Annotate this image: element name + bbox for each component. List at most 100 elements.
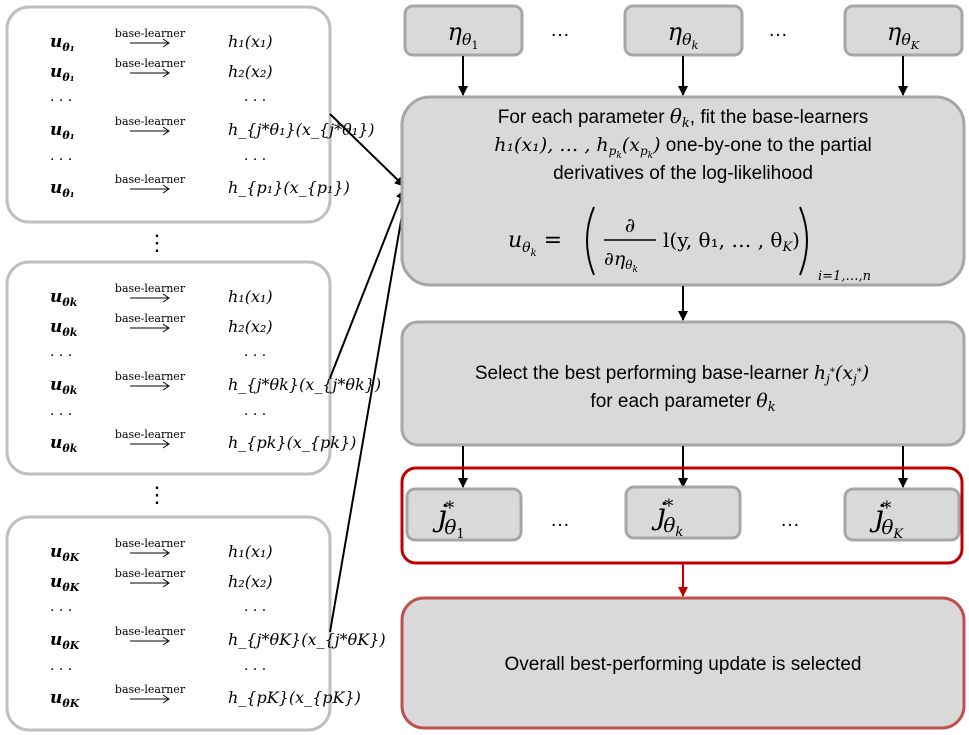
base-learner-term: h_{j*θk}(x_{j*θk}) [228,375,381,394]
base-learner-term: h_{j*θK}(x_{j*θK}) [228,630,386,649]
residual-term: · · · [50,603,72,619]
final-update-box: Overall best-performing update is select… [400,596,966,730]
arrow-panelK-to-fitbox [329,191,410,633]
base-learner-label: base-learner [115,27,186,40]
mapping-arrow [130,68,170,78]
jstar-container [400,466,964,565]
residual-term: · · · [50,93,72,109]
mapping-arrow [130,126,170,136]
mapping-arrow [130,293,170,303]
residual-term: · · · [50,348,72,364]
mapping-arrow [130,636,170,646]
panel-row: · · · · · · [50,93,266,109]
residual-term: uθ₁ [50,120,75,142]
panel-row: uθK base-learner h_{j*θK}(x_{j*θK}) [50,625,386,652]
eta-sub: θ [901,30,911,49]
panel-row: · · ·· · · [50,152,266,168]
eta-ellipsis-1: … [550,19,570,41]
residual-term: uθ₁ [50,178,75,200]
panel-row: · · · · · · [50,662,266,678]
mapping-arrow [130,439,170,449]
select-best-box: Select the best performing base-learner … [400,320,966,447]
panel-row: · · · · · · [50,603,266,619]
svg-text:ηθk: ηθk [668,18,699,52]
base-learner-label: base-learner [115,683,186,696]
eta-symbol: η [887,18,902,46]
mapping-arrow [130,578,170,588]
panel-row: · · · · · · [50,348,266,364]
eta-symbol: η [447,18,462,46]
base-learner-term: · · · [244,603,266,619]
svg-text:l(y, θ₁, … , θK): l(y, θ₁, … , θK) [663,228,800,255]
eta-node-K: ηθK [843,4,964,57]
jstar-node-k: j*θk [624,485,742,540]
base-learner-label: base-learner [115,173,186,186]
panel-row: · · · · · · [50,407,266,423]
select-line-2: for each parameter θk [590,390,775,415]
select-line-1: Select the best performing base-learner … [475,362,869,386]
vertical-ellipsis-2: ⋮ [146,483,168,508]
eta-sub: θ [682,30,692,49]
arrow-panelk-to-fitbox [329,189,406,379]
fit-line-3: derivatives of the log-likelihood [553,163,813,184]
eta-ellipsis-2: … [768,19,788,41]
panel-row: uθ₁ base-learner h₁(x₁) [50,27,273,54]
base-learner-label: base-learner [115,428,186,441]
mapping-arrow [130,38,170,48]
eta-node-1: ηθ1 [403,4,524,57]
residual-term: uθK [50,688,80,710]
jstar-node-1: j*θ1 [405,487,523,542]
vertical-ellipsis-1: ⋮ [146,231,168,256]
svg-text:ηθK: ηθK [887,18,920,52]
base-learner-label: base-learner [115,115,186,128]
residual-term: · · · [50,152,72,168]
residual-term: uθ₁ [50,32,75,54]
base-learner-term: · · · [244,407,266,423]
mapping-arrow [130,694,170,704]
base-learner-label: base-learner [115,370,186,383]
eta-subsub: k [692,39,699,52]
final-text: Overall best-performing update is select… [505,654,862,675]
mapping-arrow [130,184,170,194]
residual-term: · · · [50,662,72,678]
mapping-arrow [130,381,170,391]
residual-term: uθk [50,317,78,339]
panel-row: uθK base-learner h_{pK}(x_{pK}) [50,683,361,710]
fit-base-learners-box: For each parameter θk, fit the base-lear… [400,95,966,287]
svg-text:ηθ1: ηθ1 [447,18,478,52]
base-learner-term: h_{p₁}(x_{p₁}) [228,178,350,197]
residual-term: · · · [50,407,72,423]
residual-term: uθk [50,287,78,309]
residual-term: uθK [50,630,80,652]
fit-line-1: For each parameter θk, fit the base-lear… [498,104,869,131]
jstar-node-K: j*θK [843,487,961,542]
base-learner-label: base-learner [115,282,186,295]
base-learner-term: · · · [244,348,266,364]
base-learner-term: h₁(x₁) [228,542,273,561]
base-learner-term: · · · [244,662,266,678]
residual-term: uθK [50,572,80,594]
panel-row: uθk base-learner h₁(x₁) [50,282,273,309]
base-learner-term: · · · [244,93,266,109]
svg-text:∂: ∂ [625,213,635,237]
base-learner-term: h₁(x₁) [228,287,273,306]
base-learner-term: h₂(x₂) [228,62,273,81]
arrow-panel1-to-fitbox [329,113,405,187]
residual-term: uθk [50,375,78,397]
base-learner-term: h_{pK}(x_{pK}) [228,688,361,707]
svg-text:i=1,…,n: i=1,…,n [818,269,871,284]
residual-term: uθk [50,433,78,455]
base-learner-term: h₁(x₁) [228,32,273,51]
base-learner-label: base-learner [115,625,186,638]
residual-term: uθK [50,542,80,564]
jstar-ellipsis-1: … [550,509,570,531]
svg-text:uθk =: uθk = [508,228,562,259]
